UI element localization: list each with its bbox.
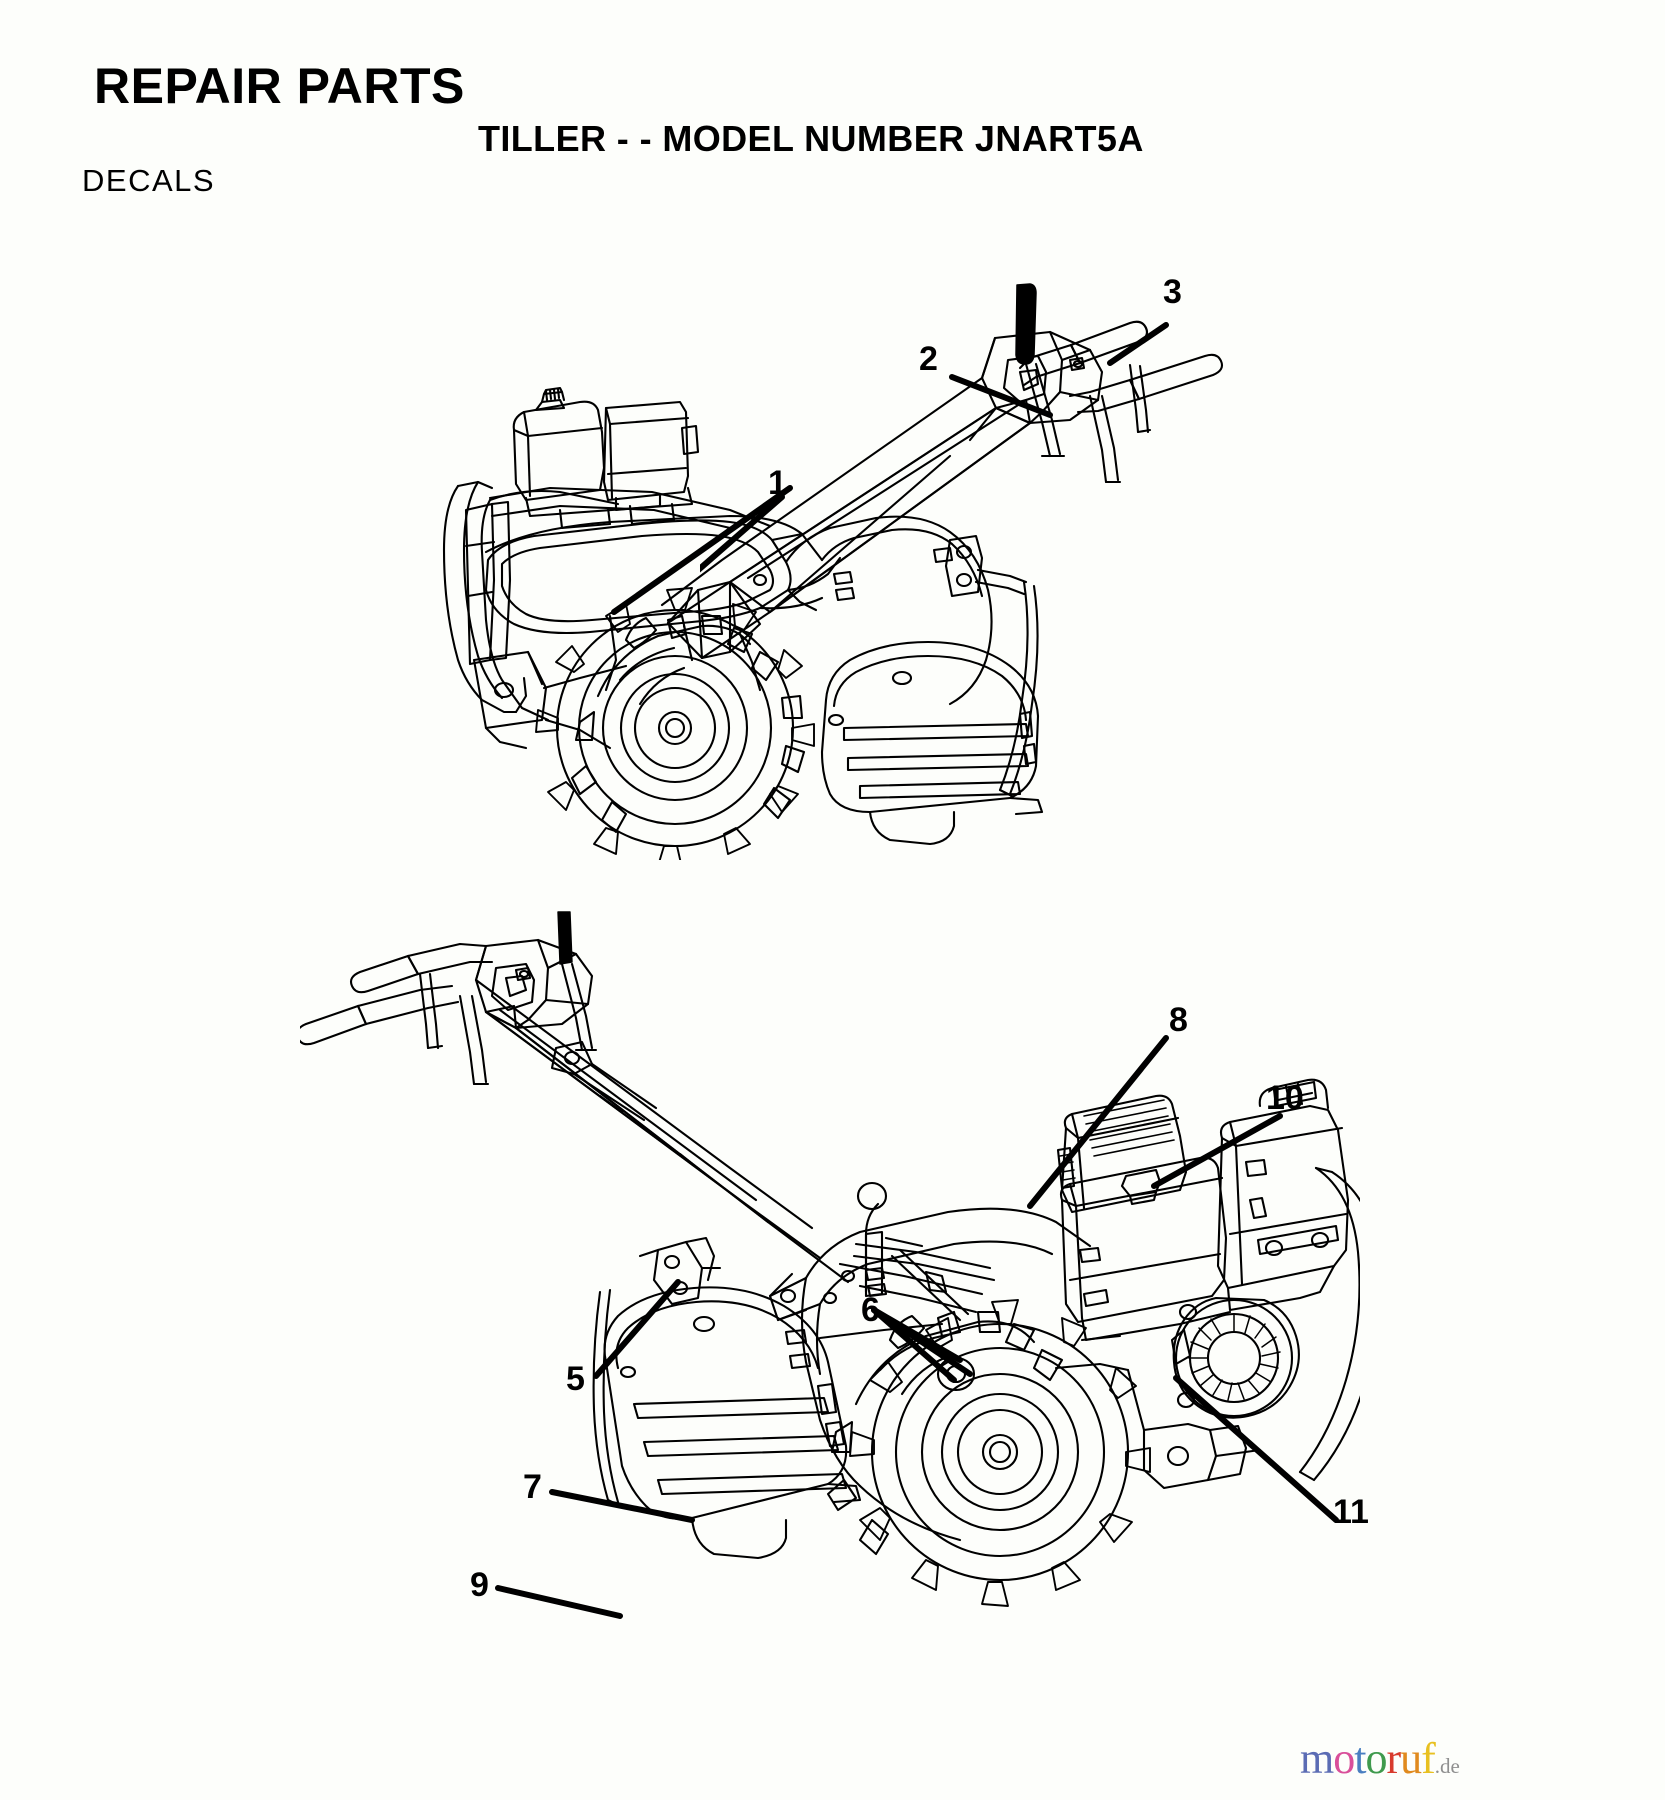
- callout-9: 9: [470, 1566, 489, 1604]
- callout-7: 7: [523, 1468, 542, 1506]
- model-number-title: TILLER - - MODEL NUMBER JNART5A: [478, 118, 1144, 159]
- page-title: REPAIR PARTS: [94, 58, 465, 114]
- watermark-letter-6: f: [1421, 1734, 1436, 1783]
- upper-leader-one: [611, 485, 793, 615]
- watermark-suffix: .de: [1434, 1754, 1460, 1778]
- watermark-letter-5: u: [1400, 1734, 1422, 1783]
- watermark-letter-3: o: [1365, 1734, 1387, 1783]
- lower-callout-leaders: [495, 1035, 1339, 1619]
- upper-tiller-illustration: [442, 283, 1224, 860]
- upper-callout-leaders: [700, 322, 1169, 573]
- callout-5: 5: [566, 1360, 585, 1398]
- callout-11: 11: [1333, 1493, 1369, 1531]
- callout-2: 2: [919, 340, 938, 378]
- callout-8: 8: [1169, 1001, 1188, 1039]
- watermark-letter-1: o: [1333, 1734, 1355, 1783]
- watermark-letter-2: t: [1354, 1734, 1366, 1783]
- callout-3: 3: [1163, 273, 1182, 311]
- callout-10: 10: [1266, 1079, 1304, 1117]
- section-title: DECALS: [82, 163, 216, 198]
- callout-1: 1: [768, 464, 787, 502]
- callout-6: 6: [861, 1291, 880, 1329]
- lower-tiller-illustration: [300, 911, 1360, 1607]
- motoruf-watermark: motoruf.de: [1300, 1737, 1460, 1781]
- watermark-letter-0: m: [1300, 1734, 1334, 1783]
- watermark-letter-4: r: [1386, 1734, 1401, 1783]
